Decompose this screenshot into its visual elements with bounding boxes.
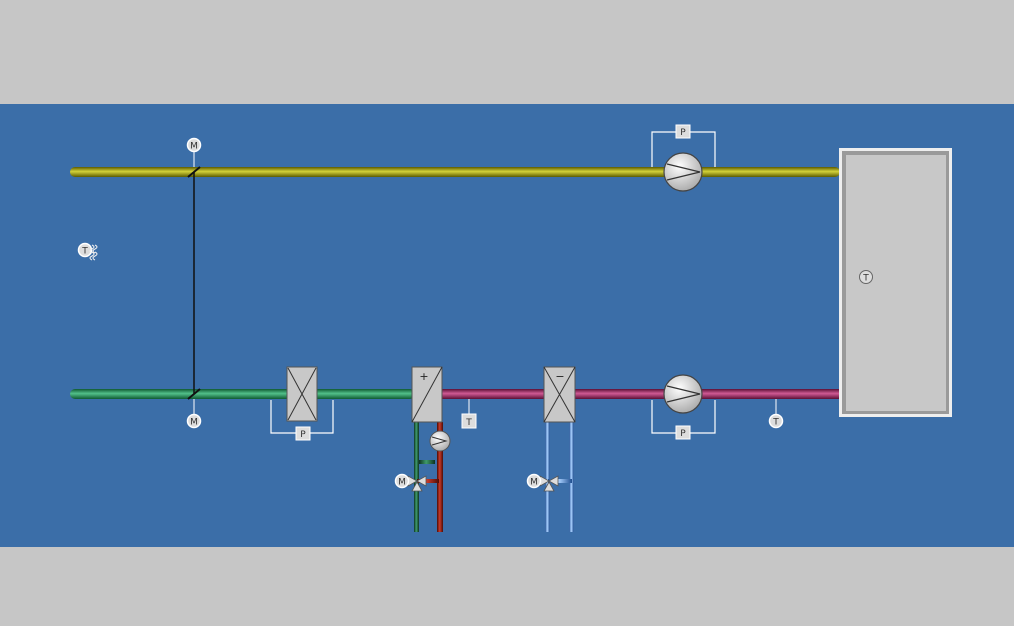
temperature-symbol: T [465, 418, 472, 428]
pressure-symbol: P [680, 128, 686, 138]
filter[interactable] [286, 366, 318, 422]
supply-temperature-sensor-coil[interactable]: T [461, 399, 477, 429]
motor-symbol: M [398, 478, 406, 488]
temperature-symbol: T [81, 247, 88, 257]
hvac-schematic-canvas: M M T P [0, 104, 1014, 547]
heating-pump[interactable] [429, 430, 451, 452]
damper-icon [187, 166, 201, 178]
supply-air-temperature-sensor[interactable]: T [768, 399, 784, 429]
supply-fan-pressure-switch[interactable]: P [651, 400, 716, 440]
fan-icon [666, 163, 701, 181]
cooling-coil[interactable]: − [543, 366, 576, 423]
pump-icon [431, 436, 448, 446]
filter-pressure-switch[interactable]: P [270, 400, 334, 441]
room[interactable] [839, 148, 952, 417]
exhaust-damper[interactable] [187, 166, 201, 178]
exhaust-fan[interactable] [663, 152, 703, 192]
heating-return-pipe [414, 422, 435, 532]
motor-symbol: M [190, 142, 198, 152]
cooling-valve-actuator[interactable]: M [526, 473, 542, 489]
pressure-symbol: P [300, 430, 306, 440]
motor-symbol: M [190, 418, 198, 428]
outdoor-temperature-sensor[interactable]: T [77, 242, 98, 261]
heating-valve-actuator[interactable]: M [394, 473, 410, 489]
heater-symbol: + [419, 370, 428, 383]
supply-air-duct [440, 389, 840, 399]
exhaust-damper-actuator[interactable]: M [186, 137, 202, 168]
exhaust-fan-pressure-switch[interactable]: P [651, 124, 716, 167]
heating-flow-pipe [417, 422, 443, 532]
motor-symbol: M [530, 478, 538, 488]
heating-coil[interactable]: + [411, 366, 443, 423]
cooler-symbol: − [555, 370, 564, 383]
supply-fan[interactable] [663, 374, 703, 414]
cooling-pipes [545, 422, 574, 532]
filter-icon [287, 367, 303, 395]
exhaust-air-duct [70, 167, 840, 177]
fan-icon [666, 385, 701, 403]
room-temperature-sensor[interactable]: T [859, 270, 873, 284]
outdoor-damper-actuator[interactable]: M [186, 399, 202, 429]
damper-icon [187, 388, 201, 400]
outdoor-air-duct [70, 389, 415, 399]
temperature-symbol: T [862, 274, 869, 284]
temperature-symbol: T [772, 418, 779, 428]
heating-coil-icon [411, 366, 443, 423]
pressure-symbol: P [680, 429, 686, 439]
outdoor-temperature-icon [89, 244, 98, 261]
outdoor-damper[interactable] [187, 388, 201, 400]
